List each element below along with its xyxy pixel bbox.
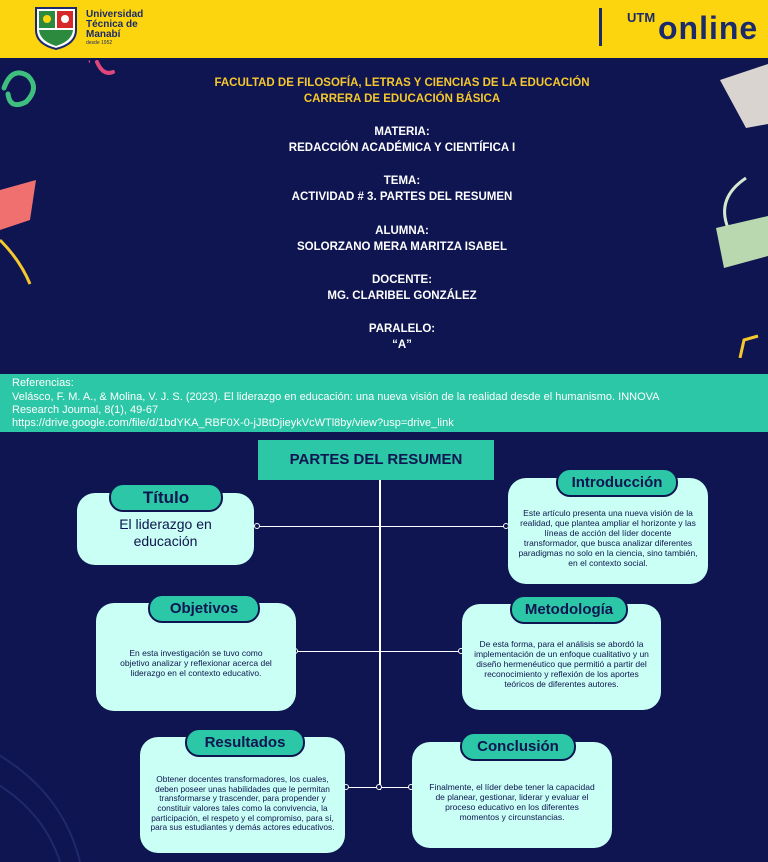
connector-titulo-introduccion bbox=[258, 526, 508, 527]
header-bar: Universidad Técnica de Manabí desde 1952… bbox=[0, 0, 768, 60]
resultados-label: Resultados bbox=[185, 728, 305, 757]
connector-dot bbox=[376, 784, 382, 790]
materia-value: REDACCIÓN ACADÉMICA Y CIENTÍFICA I bbox=[288, 142, 516, 154]
docente-label: DOCENTE: bbox=[371, 274, 433, 286]
introduccion-text: Este artículo presenta una nueva visión … bbox=[518, 508, 698, 568]
university-shield-logo bbox=[35, 7, 77, 50]
decorative-swirl-green bbox=[1, 60, 90, 108]
conclusion-label: Conclusión bbox=[460, 732, 576, 761]
decorative-shape-left bbox=[0, 180, 36, 285]
online-label: online bbox=[658, 10, 759, 46]
connector-dot bbox=[254, 523, 260, 529]
resultados-text: Obtener docentes transformadores, los cu… bbox=[150, 774, 335, 833]
university-since: desde 1952 bbox=[86, 40, 113, 46]
paralelo-value: “A” bbox=[392, 339, 412, 351]
objetivos-label: Objetivos bbox=[148, 594, 260, 623]
alumna-value: SOLORZANO MERA MARITZA ISABEL bbox=[297, 241, 507, 253]
references-panel: Referencias: Velásco, F. M. A., & Molina… bbox=[0, 374, 768, 432]
alumna-label: ALUMNA: bbox=[375, 225, 429, 237]
connector-objetivos-metodologia bbox=[296, 651, 462, 652]
decorative-arcs bbox=[0, 754, 81, 862]
materia-label: MATERIA: bbox=[374, 126, 430, 138]
connector-trunk bbox=[379, 480, 381, 790]
decorative-shapes-right bbox=[716, 64, 768, 358]
docente-value: MG. CLARIBEL GONZÁLEZ bbox=[327, 290, 477, 302]
utm-label: UTM bbox=[627, 10, 656, 25]
conclusion-text: Finalmente, el líder debe tener la capac… bbox=[429, 782, 595, 822]
metodologia-text: De esta forma, para el análisis se abord… bbox=[474, 639, 649, 689]
introduccion-label: Introducción bbox=[556, 468, 678, 497]
reference-url-link[interactable]: https://drive.google.com/file/d/1bdYKA_R… bbox=[12, 417, 454, 429]
reference-line-2: Research Journal, 8(1), 49-67 bbox=[12, 404, 159, 416]
paralelo-label: PARALELO: bbox=[368, 323, 436, 335]
conclusion-card: Finalmente, el líder debe tener la capac… bbox=[412, 742, 612, 848]
references-heading: Referencias: bbox=[12, 377, 74, 389]
tema-value: ACTIVIDAD # 3. PARTES DEL RESUMEN bbox=[291, 191, 513, 203]
diagram-title: PARTES DEL RESUMEN bbox=[258, 440, 494, 480]
university-name: Universidad Técnica de Manabí bbox=[86, 9, 144, 40]
titulo-text: El liderazgo en educación bbox=[119, 516, 212, 549]
career-title: CARRERA DE EDUCACIÓN BÁSICA bbox=[303, 93, 501, 105]
introduccion-card: Este artículo presenta una nueva visión … bbox=[508, 478, 708, 584]
header-divider bbox=[599, 8, 602, 46]
tema-label: TEMA: bbox=[383, 175, 421, 187]
decorative-squiggle-pink bbox=[95, 60, 115, 75]
objetivos-text: En esta investigación se tuvo como objet… bbox=[120, 648, 272, 678]
metodologia-label: Metodología bbox=[510, 595, 628, 624]
reference-line-1: Velásco, F. M. A., & Molina, V. J. S. (2… bbox=[12, 391, 660, 403]
faculty-title: FACULTAD DE FILOSOFÍA, LETRAS Y CIENCIAS… bbox=[214, 77, 590, 89]
titulo-label: Título bbox=[109, 483, 223, 512]
